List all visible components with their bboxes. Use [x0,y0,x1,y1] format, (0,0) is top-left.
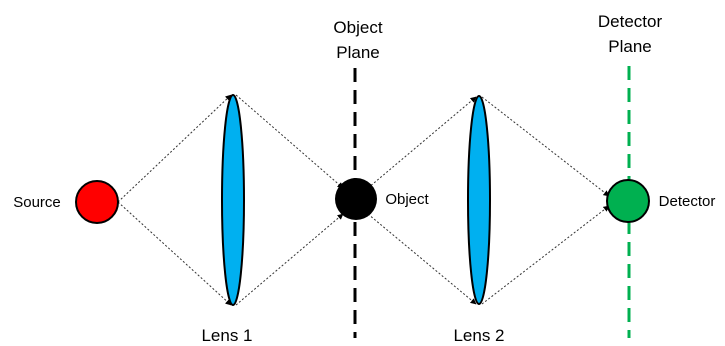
ray-lens2-top-to-detector [481,96,610,197]
lens-2 [467,95,491,305]
lens-1-label: Lens 1 [201,326,252,345]
lens-1 [221,94,245,306]
ray-lens1-top-to-object [235,94,344,189]
object-plane-label-line1: Object [333,18,382,37]
ray-object-to-lens2-bottom [367,213,477,305]
ray-lens1-bottom-to-object [235,213,344,306]
ray-object-to-lens2-top [367,96,477,189]
object-plane-label-line2: Plane [336,43,379,62]
light-rays [117,94,610,306]
source-label: Source [13,194,61,211]
object-label: Object [385,191,429,208]
ray-source-to-lens1-bottom [117,201,232,306]
detector-label: Detector [659,193,716,210]
detector-plane-label-line2: Plane [608,37,651,56]
source-circle [75,180,119,224]
lens-2-label: Lens 2 [453,326,504,345]
ray-lens2-bottom-to-detector [481,205,610,305]
object-circle [335,178,377,220]
detector-circle [606,179,650,223]
detector-plane-label-line1: Detector [598,12,663,31]
ray-source-to-lens1-top [117,94,232,203]
